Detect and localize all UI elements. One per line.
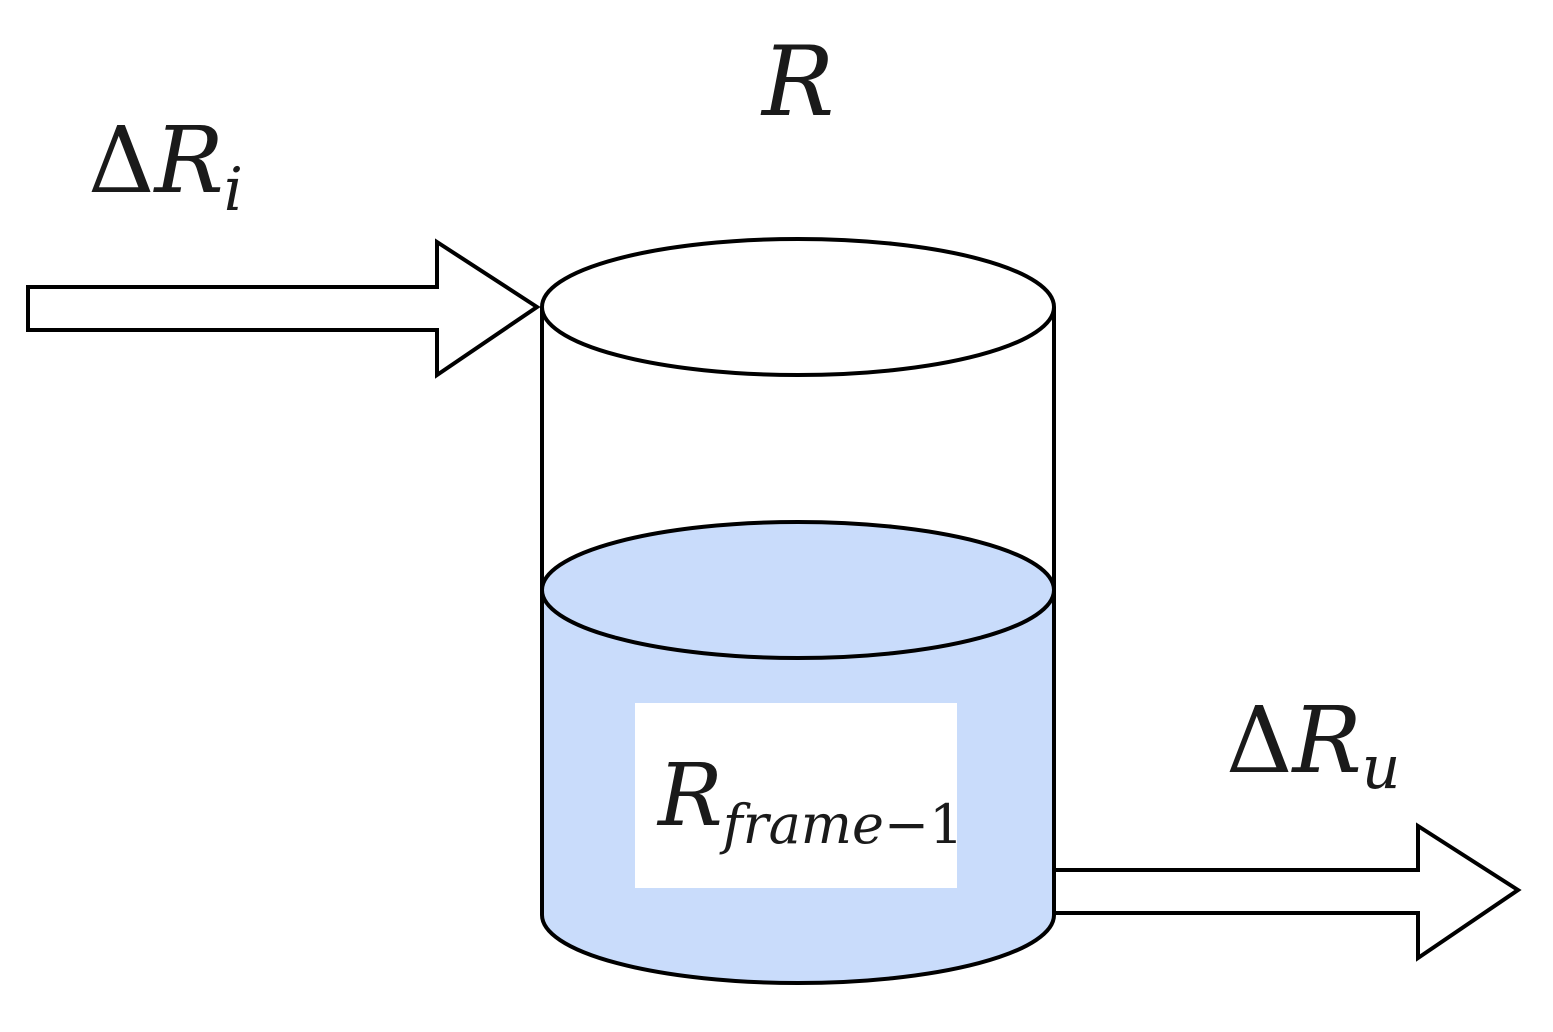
reservoir-capacity-label: R [760, 26, 834, 138]
stored-subscript-op: −1 [884, 793, 964, 856]
inflow-arrow [26, 238, 541, 379]
inflow-subscript: i [224, 155, 243, 225]
outflow-arrow [1056, 822, 1522, 962]
outflow-symbol: R [1290, 687, 1361, 794]
stored-label-box [635, 703, 957, 888]
water-surface [540, 520, 1056, 660]
outflow-subscript: u [1362, 733, 1401, 803]
stored-subscript-var: frame [719, 793, 884, 856]
inflow-symbol: R [152, 107, 223, 214]
stored-label: Rframe−1 [656, 746, 964, 856]
stored-symbol: R [656, 746, 723, 846]
outflow-delta: Δ [1226, 687, 1292, 794]
cylinder-bottom [540, 914, 1056, 985]
inflow-label: ΔRi [88, 107, 243, 225]
inflow-delta: Δ [88, 107, 154, 214]
cylinder-top [540, 237, 1056, 377]
outflow-label: ΔRu [1226, 687, 1400, 803]
